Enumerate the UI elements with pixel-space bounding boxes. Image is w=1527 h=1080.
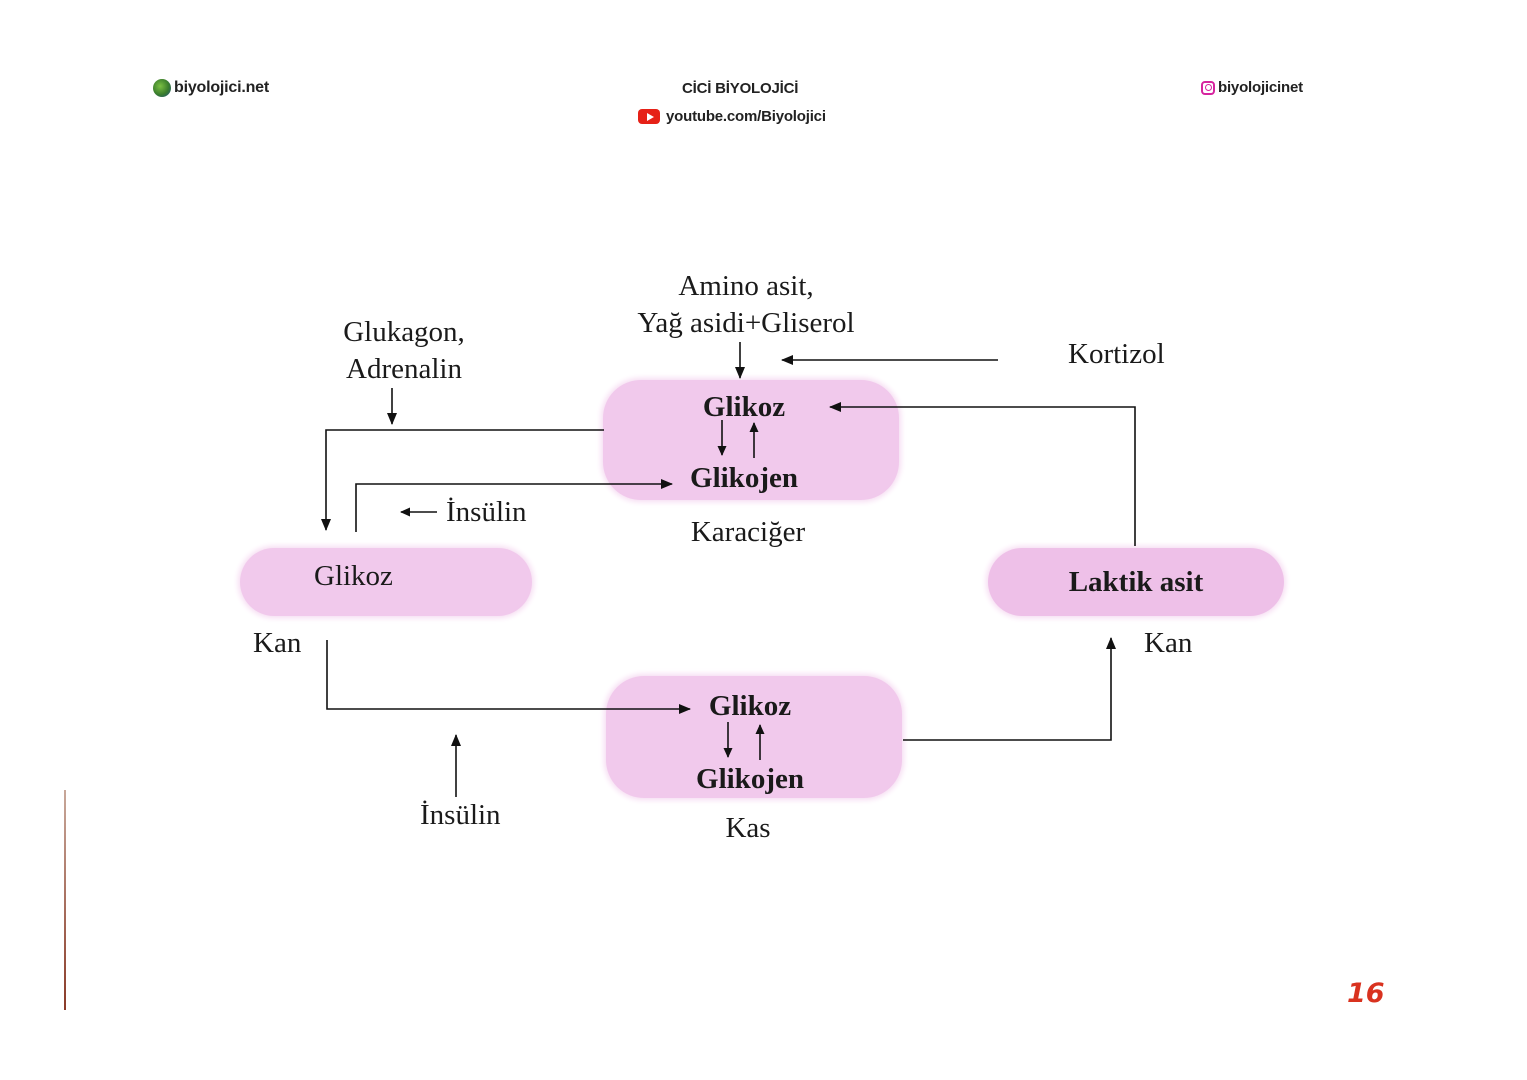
- lactic-acid-label: Laktik asit: [1068, 566, 1204, 598]
- globe-icon: [153, 79, 171, 97]
- blood-right-label: Kan: [1144, 627, 1193, 659]
- arrow-muscle-to-lactic: [903, 637, 1116, 741]
- arrow-liver-to-blood: [321, 429, 604, 531]
- arrow-blood-to-liver-glycogen: [355, 479, 673, 532]
- page-number: 16: [1347, 978, 1385, 1009]
- header-site-text: biyolojici.net: [174, 79, 269, 96]
- blood-right-box: [988, 548, 1284, 616]
- arrow-lactic-to-liver: [829, 402, 1136, 546]
- amino-label-line1: Amino asit,: [678, 270, 814, 302]
- amino-label-line2: Yağ asidi+Gliserol: [637, 307, 855, 339]
- insulin-bottom-label: İnsülin: [420, 799, 501, 831]
- glukagon-label-line1: Glukagon,: [343, 316, 465, 348]
- header-title: CİCİ BİYOLOJİCİ: [682, 80, 798, 97]
- arrow-blood-to-muscle: [326, 640, 691, 714]
- blood-left-label: Kan: [253, 627, 302, 659]
- header-site: biyolojici.net: [153, 79, 269, 97]
- header-instagram-text: biyolojicinet: [1218, 79, 1303, 96]
- insulin-top-label: İnsülin: [446, 496, 527, 528]
- kortizol-label: Kortizol: [1068, 338, 1165, 370]
- instagram-icon: [1201, 80, 1215, 95]
- liver-glycogen: Glikojen: [690, 462, 798, 494]
- header-instagram: biyolojicinet: [1201, 79, 1303, 96]
- liver-glucose: Glikoz: [702, 391, 786, 423]
- muscle-glucose: Glikoz: [708, 690, 792, 722]
- blood-left-box: [240, 548, 532, 616]
- header-title-text: CİCİ BİYOLOJİCİ: [682, 80, 799, 97]
- glukagon-label-line2: Adrenalin: [346, 353, 462, 385]
- muscle-box: [606, 676, 902, 798]
- muscle-glycogen: Glikojen: [696, 763, 804, 795]
- header-youtube: youtube.com/Biyolojici: [638, 108, 826, 125]
- margin-line: [64, 790, 66, 1010]
- muscle-label: Kas: [725, 812, 771, 844]
- youtube-icon: [638, 109, 660, 124]
- liver-box: [603, 380, 899, 500]
- liver-label: Karaciğer: [690, 516, 806, 548]
- header-youtube-text: youtube.com/Biyolojici: [666, 108, 826, 125]
- blood-left-glucose: Glikoz: [314, 560, 393, 592]
